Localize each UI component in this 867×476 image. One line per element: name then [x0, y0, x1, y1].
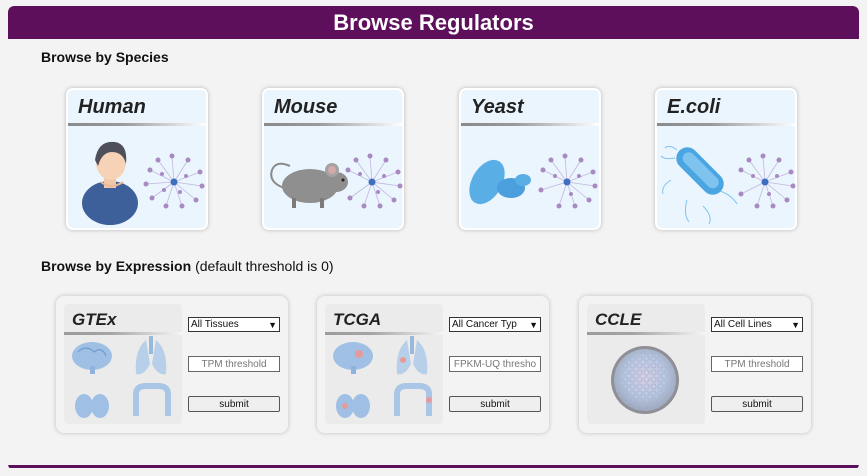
species-card-mouse[interactable]: Mouse: [262, 88, 404, 230]
species-label: Yeast: [471, 96, 524, 118]
page-title: Browse Regulators: [8, 6, 859, 39]
tissue-select[interactable]: All Tissues▼: [188, 317, 280, 332]
expression-card-gtex: GTEx All Tissues▼ TPM threshold submit: [56, 296, 288, 433]
chevron-down-icon: ▼: [529, 319, 538, 330]
gtex-submit-button[interactable]: submit: [188, 396, 280, 412]
species-section-title: Browse by Species: [41, 49, 169, 65]
ccle-image[interactable]: CCLE: [587, 304, 705, 424]
tpm-threshold-input[interactable]: TPM threshold: [188, 356, 280, 372]
footer-divider: [8, 465, 859, 468]
gtex-image[interactable]: GTEx: [64, 304, 182, 424]
expression-card-tcga: TCGA All Cancer Typ▼ FPKM-UQ thresho sub…: [317, 296, 549, 433]
species-label: E.coli: [667, 96, 721, 118]
species-label: Mouse: [274, 96, 338, 118]
ccle-submit-button[interactable]: submit: [711, 396, 803, 412]
tpm-threshold-input[interactable]: TPM threshold: [711, 356, 803, 372]
species-card-ecoli[interactable]: E.coli: [655, 88, 797, 230]
tissue-icons: [72, 336, 171, 418]
threshold-note: (default threshold is 0): [195, 258, 334, 274]
yeast-icon: [469, 153, 598, 209]
expression-label: CCLE: [595, 310, 642, 329]
chevron-down-icon: ▼: [268, 319, 277, 330]
human-icon: [82, 141, 205, 225]
species-card-human[interactable]: Human: [66, 88, 208, 230]
ecoli-icon: [660, 145, 796, 225]
cell-line-select[interactable]: All Cell Lines▼: [711, 317, 803, 332]
expression-card-ccle: CCLE All Cell Lines▼: [579, 296, 811, 433]
fpkm-threshold-input[interactable]: FPKM-UQ thresho: [449, 356, 541, 372]
chevron-down-icon: ▼: [791, 319, 800, 330]
browse-regulators-panel: Browse Regulators Browse by Species Huma…: [8, 6, 859, 470]
cancer-type-select[interactable]: All Cancer Typ▼: [449, 317, 541, 332]
tcga-submit-button[interactable]: submit: [449, 396, 541, 412]
mouse-icon: [270, 153, 403, 209]
cell-dish-icon: [611, 346, 679, 414]
expression-section-title: Browse by Expression (default threshold …: [41, 258, 334, 274]
expression-label: TCGA: [333, 310, 382, 329]
tcga-image[interactable]: TCGA: [325, 304, 443, 424]
expression-label: GTEx: [72, 310, 117, 329]
species-card-yeast[interactable]: Yeast: [459, 88, 601, 230]
cancer-icons: [333, 336, 432, 418]
species-label: Human: [78, 96, 146, 118]
